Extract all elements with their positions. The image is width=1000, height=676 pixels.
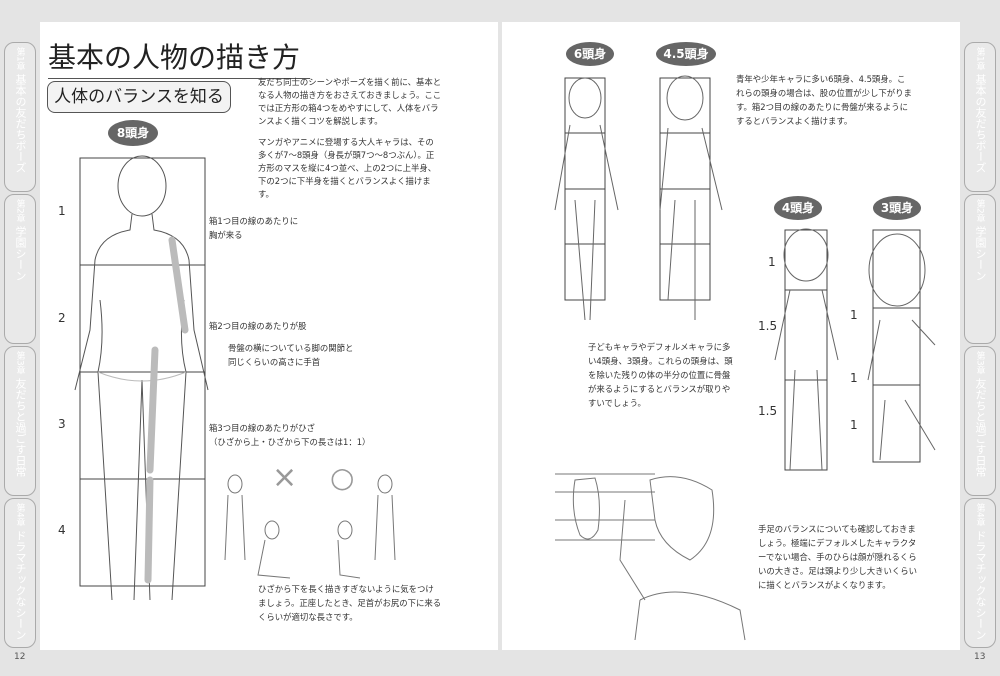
child-note: 子どもキャラやデフォルメキャラに多い4頭身、3頭身。これらの頭身は、頭を除いた残…	[588, 342, 733, 408]
label-4-head: 4頭身	[774, 196, 822, 220]
chapter-name: 友だちと過ごす日常	[14, 377, 27, 477]
chapter-tab-2[interactable]: 第2章学園シーン	[964, 194, 996, 344]
row-number: 3	[58, 417, 66, 431]
right-mark: ○	[330, 461, 355, 494]
chapter-name: ドラマチックなシーン	[974, 529, 987, 640]
note-knee: 箱3つ目の線のあたりがひざ （ひざから上・ひざから下の長さは1：1）	[209, 423, 371, 447]
chapter-name: 友だちと過ごす日常	[974, 377, 987, 477]
chapter-number: 第2章	[14, 199, 25, 223]
intro-text-2: マンガやアニメに登場する大人キャラは、その多くが7～8頭身（身長が頭7つ～8つぶ…	[258, 137, 437, 199]
section-heading: 人体のバランスを知る	[47, 81, 231, 113]
row-number: 2	[58, 311, 66, 325]
chapter-tab-2[interactable]: 第2章学園シーン	[4, 194, 36, 344]
ratio-3: 1	[850, 418, 858, 432]
note-wrist: 骨盤の横についている脚の関節と 同じくらいの高さに手首	[228, 343, 354, 367]
page-number-right: 13	[974, 652, 986, 662]
chapter-number: 第4章	[974, 503, 985, 527]
chapter-name: 基本の友だちポーズ	[14, 73, 27, 173]
chapter-number: 第4章	[14, 503, 25, 527]
ratio-4: 1.5	[758, 319, 778, 333]
chapter-number: 第1章	[14, 47, 25, 71]
chapter-tab-3[interactable]: 第3章友だちと過ごす日常	[4, 346, 36, 496]
intro-text: 友だち同士のシーンやポーズを描く前に、基本となる人物の描き方をおさえておきましょ…	[258, 77, 442, 126]
chapter-tab-1[interactable]: 第1章基本の友だちポーズ	[4, 42, 36, 192]
row-number: 1	[58, 204, 66, 218]
chapter-name: ドラマチックなシーン	[14, 529, 27, 640]
label-6-head: 6頭身	[566, 42, 614, 66]
page-title: 基本の人物の描き方	[48, 36, 310, 79]
ratio-3: 1	[850, 308, 858, 322]
chapter-tab-4[interactable]: 第4章ドラマチックなシーン	[964, 498, 996, 648]
note-crotch: 箱2つ目の線のあたりが股	[209, 321, 307, 331]
note-chest: 箱1つ目の線のあたりに 胸が来る	[209, 216, 299, 240]
ratio-4: 1.5	[758, 404, 778, 418]
chapter-name: 学園シーン	[974, 225, 987, 281]
chapter-number: 第1章	[974, 47, 985, 71]
ratio-3: 1	[850, 371, 858, 385]
page-number-left: 12	[14, 652, 26, 662]
wrong-mark: ×	[272, 460, 298, 495]
chapter-tab-1[interactable]: 第1章基本の友だちポーズ	[964, 42, 996, 192]
chapter-number: 第2章	[974, 199, 985, 223]
teen-note: 青年や少年キャラに多い6頭身、4.5頭身。これらの頭身の場合は、股の位置が少し下…	[736, 74, 912, 126]
label-8-head: 8頭身	[108, 120, 158, 146]
chapter-tab-4[interactable]: 第4章ドラマチックなシーン	[4, 498, 36, 648]
row-number: 4	[58, 523, 66, 537]
chapter-name: 基本の友だちポーズ	[974, 73, 987, 173]
chapter-number: 第3章	[14, 351, 25, 375]
label-4.5-head: 4.5頭身	[656, 42, 716, 66]
chapter-number: 第3章	[974, 351, 985, 375]
hand-note: 手足のバランスについても確認しておきましょう。極端にデフォルメしたキャラクターで…	[758, 524, 917, 590]
chapter-name: 学園シーン	[14, 225, 27, 281]
leg-note: ひざから下を長く描きすぎないように気をつけましょう。正座したとき、足首がお尻の下…	[258, 584, 442, 622]
label-3-head: 3頭身	[873, 196, 921, 220]
chapter-tab-3[interactable]: 第3章友だちと過ごす日常	[964, 346, 996, 496]
ratio-4: 1	[768, 255, 776, 269]
